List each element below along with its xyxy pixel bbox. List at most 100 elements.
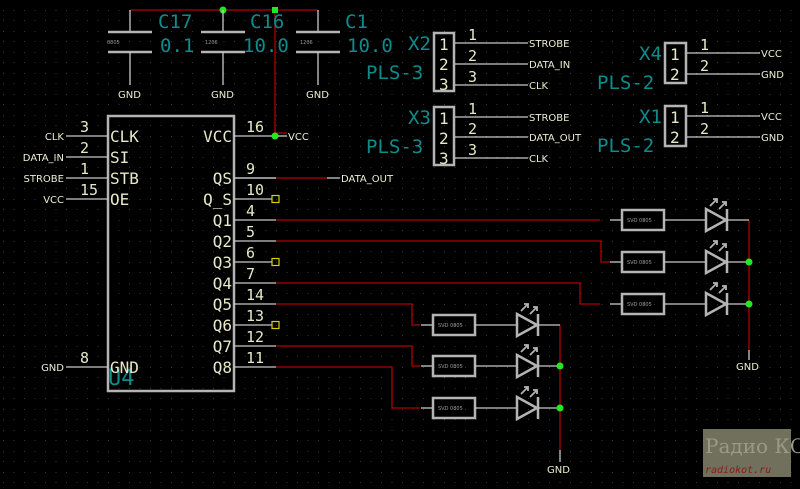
gnd-label: GND [211,90,234,101]
capacitor-c17[interactable]: 0805 C17 0.1 GND [107,10,194,101]
led-icon [515,386,560,422]
connector-x2[interactable]: X2 PLS-3 1 2 3 1 2 3 STROBE DATA_IN CLK [366,26,570,94]
pin-number: 1 [700,99,709,117]
capacitor-value: 10.0 [243,35,289,57]
pin-number: 2 [468,120,477,138]
pin-number: 3 [468,141,477,159]
junction-dot [745,300,753,308]
gnd-label: GND [736,362,759,373]
pin-name: Q_S [203,190,232,209]
capacitor-c1[interactable]: 1206 C1 10.0 GND [296,10,393,101]
capacitor-c16[interactable]: 1206 C16 10.0 GND [201,10,289,101]
pin-number: 3 [439,75,449,94]
net-label: GND [761,70,784,81]
junction-dot [271,132,279,140]
ic-pin-q2[interactable]: 5Q2 [213,223,276,251]
watermark-top: Радио КОТ [705,434,800,458]
pin-number: 1 [468,100,477,118]
net-label: VCC [761,49,782,60]
ic-pin-q3[interactable]: 6Q3 [213,244,280,272]
resistor-label: SVD 0805 [627,260,652,266]
pin-name: Q7 [213,337,232,356]
led-channel[interactable]: SVD 0805 [421,386,564,422]
led-icon [515,344,560,380]
net-label: VCC [761,112,782,123]
ic-pin-q1[interactable]: 4Q1 [213,202,276,230]
net-label: DATA_IN [23,153,64,164]
connector-x1[interactable]: X1 PLS-2 1 2 1 2 VCC GND [597,99,784,157]
pin-name: QS [213,169,232,188]
pin-name: CLK [110,127,139,146]
led-icon [704,240,749,276]
pin-number: 2 [439,129,449,148]
resistor-label: SVD 0805 [438,406,463,412]
connector-type: PLS-2 [597,135,654,157]
net-label: DATA_IN [529,60,570,71]
net-label: STROBE [529,113,569,124]
pin-number: 5 [246,223,255,241]
pin-number: 12 [246,328,264,346]
pin-number: 2 [700,57,709,75]
ic-pin-q4[interactable]: 7Q4 [213,265,276,293]
net-label: VCC [288,132,309,143]
led-icon [515,303,560,339]
led-channel[interactable]: SVD 0805 [610,198,749,234]
pin-number: 7 [246,265,255,283]
net-label: CLK [529,154,549,165]
capacitor-ref: C1 [345,11,368,33]
pin-number: 9 [246,160,255,178]
led-channel[interactable]: SVD 0805 [610,240,753,276]
connector-x3[interactable]: X3 PLS-3 1 2 3 1 2 3 STROBE DATA_OUT CLK [366,100,582,168]
pin-name: GND [110,358,139,377]
pin-number: 4 [246,202,255,220]
junction-dot [272,7,278,13]
connector-ref: X1 [639,106,662,128]
capacitor-footprint: 1206 [300,40,313,46]
pin-name: Q8 [213,358,232,377]
gnd-label: GND [547,465,570,476]
resistor-label: SVD 0805 [627,218,652,224]
pin-name: Q6 [213,316,232,335]
net-label: STROBE [529,39,569,50]
net-label: STROBE [24,174,64,185]
ic-pin-qs[interactable]: 10Q_S [203,181,280,209]
pin-number: 1 [439,35,449,54]
led-icon [704,282,749,318]
pin-number: 3 [468,68,477,86]
resistor-label: SVD 0805 [627,302,652,308]
pin-number: 1 [670,108,680,127]
capacitor-footprint: 1206 [205,40,218,46]
no-connect-marker [271,320,280,330]
no-connect-marker [271,194,280,204]
led-channel[interactable]: SVD 0805 [421,303,560,339]
led-channel[interactable]: SVD 0805 [610,282,753,318]
data-out-net: DATA_OUT [234,174,394,185]
capacitor-ref: C16 [250,11,284,33]
ic-u4[interactable]: U4 [106,114,236,393]
led-icon [704,198,749,234]
connector-x4[interactable]: X4 PLS-2 1 2 1 2 VCC GND [597,36,784,94]
net-label: GND [41,363,64,374]
pin-name: OE [110,190,129,209]
pin-name: SI [110,148,129,167]
led-channel[interactable]: SVD 0805 [421,344,564,380]
resistor-label: SVD 0805 [438,364,463,370]
connector-type: PLS-3 [366,136,423,158]
pin-name: VCC [203,127,232,146]
pin-name: Q5 [213,295,232,314]
pin-number: 16 [246,118,264,136]
junction-dot [745,258,753,266]
